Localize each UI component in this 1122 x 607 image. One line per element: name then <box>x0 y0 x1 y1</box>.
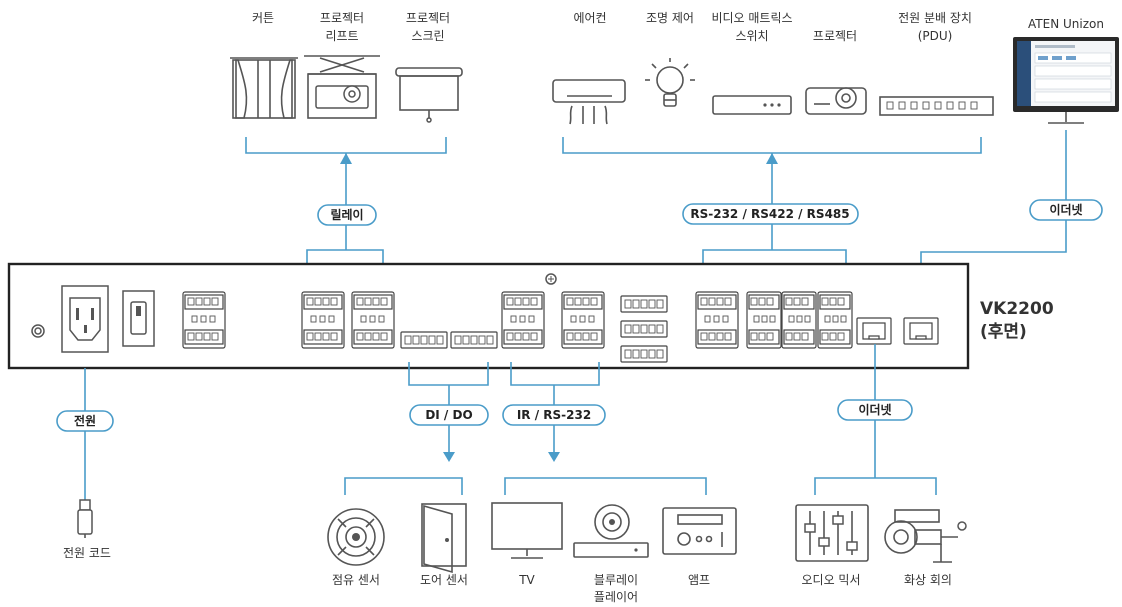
curtain-icon <box>230 57 298 119</box>
serial-terminal-block <box>746 291 782 349</box>
ir-bracket-top <box>510 362 600 386</box>
pill-serial <box>682 203 859 225</box>
label-matrix-1: 비디오 매트릭스 <box>711 11 792 25</box>
label-power-cord: 전원 코드 <box>63 546 111 560</box>
label-projector-screen-1: 프로젝터 <box>406 11 450 25</box>
relay-bracket-top <box>245 137 447 154</box>
ethernet-port <box>903 317 939 345</box>
label-door-sensor: 도어 센서 <box>420 573 468 587</box>
power-inlet <box>61 285 109 353</box>
label-pdu-2: (PDU) <box>918 29 953 43</box>
label-tv: TV <box>518 573 535 587</box>
label-projector-lift-2: 리프트 <box>325 29 358 43</box>
pill-ethernet-top-label: 이더넷 <box>1049 202 1082 217</box>
air-conditioner-icon <box>552 79 626 125</box>
tv-icon <box>491 502 563 559</box>
label-matrix-2: 스위치 <box>735 29 768 43</box>
projector-icon <box>805 87 867 115</box>
occupancy-sensor-icon <box>327 508 385 566</box>
video-conference-icon <box>884 509 967 563</box>
label-bluray-1: 블루레이 <box>594 573 638 587</box>
model-name: VK2200 <box>980 299 1054 319</box>
door-sensor-icon <box>421 503 467 574</box>
power-cord-icon <box>77 499 93 538</box>
pill-ir-rs232-label: IR / RS-232 <box>517 408 591 422</box>
terminal-strip <box>620 295 668 313</box>
do-terminal-strip <box>450 331 498 349</box>
serial-terminal-block <box>817 291 853 349</box>
pdu-icon <box>879 96 994 116</box>
ethernet-port <box>856 317 892 345</box>
label-video-conference: 화상 회의 <box>904 573 952 587</box>
terminal-strip <box>620 320 668 338</box>
label-projector-screen-2: 스크린 <box>411 29 444 43</box>
projector-lift-icon <box>304 55 380 119</box>
monitor-icon <box>1013 37 1119 124</box>
label-amp: 앰프 <box>688 573 710 587</box>
amplifier-icon <box>662 507 737 555</box>
di-terminal-strip <box>400 331 448 349</box>
audio-mixer-icon <box>795 504 869 562</box>
serial-terminal-block <box>695 291 739 349</box>
serial-terminal-block <box>781 291 817 349</box>
pill-power-label: 전원 <box>74 413 96 428</box>
label-unizon: ATEN Unizon <box>1028 17 1104 31</box>
bluray-player-icon <box>573 504 649 558</box>
ground-screw-icon <box>31 324 45 338</box>
ethernet-bracket-bottom <box>814 477 937 495</box>
relay-terminal-block <box>301 291 345 349</box>
pill-ethernet-bottom-label: 이더넷 <box>858 402 891 417</box>
pill-serial-label: RS-232 / RS422 / RS485 <box>690 207 849 221</box>
power-switch <box>122 290 155 347</box>
terminal-strip <box>620 345 668 363</box>
model-side: (후면) <box>980 321 1027 342</box>
ir-terminal-block <box>501 291 545 349</box>
label-projector: 프로젝터 <box>813 29 857 43</box>
relay-terminal-block <box>351 291 395 349</box>
screw-icon <box>545 273 557 285</box>
projector-screen-icon <box>395 67 463 123</box>
label-occupancy-sensor: 점유 센서 <box>332 573 380 587</box>
label-projector-lift-1: 프로젝터 <box>320 11 364 25</box>
ir-bracket-bottom <box>504 477 707 495</box>
label-bluray-2: 플레이어 <box>594 590 638 604</box>
ir-terminal-block <box>561 291 605 349</box>
label-pdu-1: 전원 분배 장치 <box>898 11 972 25</box>
pill-di-do-label: DI / DO <box>425 408 472 422</box>
matrix-switch-icon <box>712 95 792 115</box>
pill-relay <box>317 204 377 226</box>
terminal-block <box>182 291 226 349</box>
light-bulb-icon <box>645 58 695 107</box>
label-aircon: 에어컨 <box>573 11 606 25</box>
label-lighting: 조명 제어 <box>646 11 694 25</box>
di-do-bracket-bottom <box>344 477 463 495</box>
label-audio-mixer: 오디오 믹서 <box>801 573 860 587</box>
pill-relay-label: 릴레이 <box>330 207 363 222</box>
serial-bracket-top <box>562 137 982 154</box>
label-curtain: 커튼 <box>252 11 274 25</box>
